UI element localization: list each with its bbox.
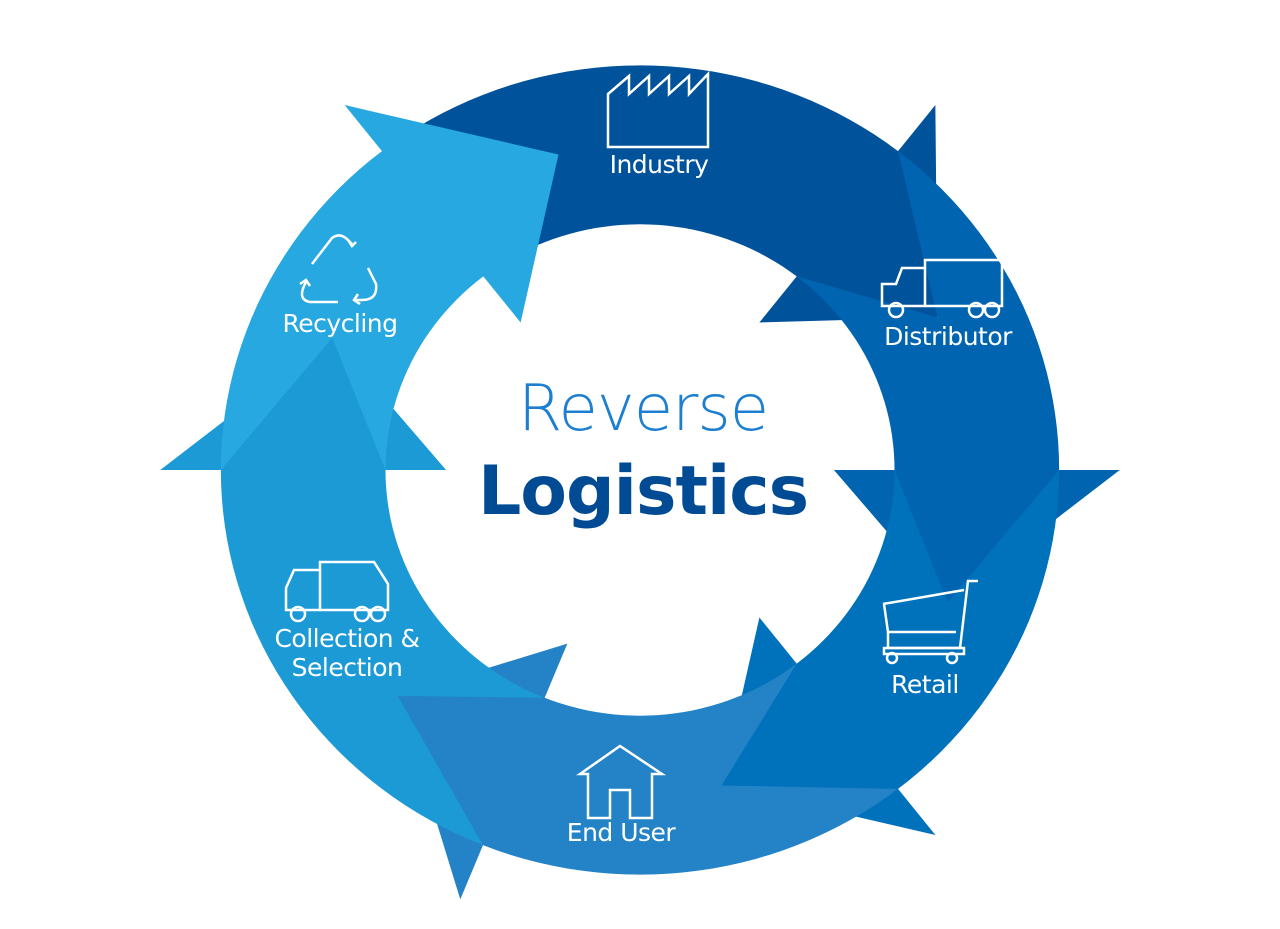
- recycle-icon: [296, 234, 382, 310]
- stage-label-end-user: End User: [566, 818, 676, 847]
- stage-label-industry: Industry: [609, 150, 709, 179]
- arrow-segment-collection: [160, 337, 545, 846]
- arrow-segment-end-user: [397, 643, 899, 900]
- title-reverse: Reverse: [517, 372, 769, 446]
- collection-line2: Selection: [291, 653, 403, 682]
- arrow-segment-industry: [381, 65, 938, 323]
- truck-icon: [880, 258, 1004, 324]
- stage-label-retail: Retail: [891, 670, 959, 699]
- stage-label-recycling: Recycling: [282, 309, 398, 338]
- collection-line1: Collection &: [274, 624, 420, 653]
- arrow-segment-recycling: [220, 105, 559, 470]
- arrow-segment-distributor: [796, 151, 1120, 603]
- stage-label-distributor: Distributor: [884, 322, 1012, 351]
- stage-label-collection: Collection &Selection: [274, 624, 420, 682]
- garbage-truck-icon: [282, 560, 392, 626]
- house-icon: [576, 744, 667, 824]
- factory-icon: [606, 70, 711, 152]
- title-logistics: Logistics: [477, 452, 809, 531]
- shopping-cart-icon: [880, 578, 980, 672]
